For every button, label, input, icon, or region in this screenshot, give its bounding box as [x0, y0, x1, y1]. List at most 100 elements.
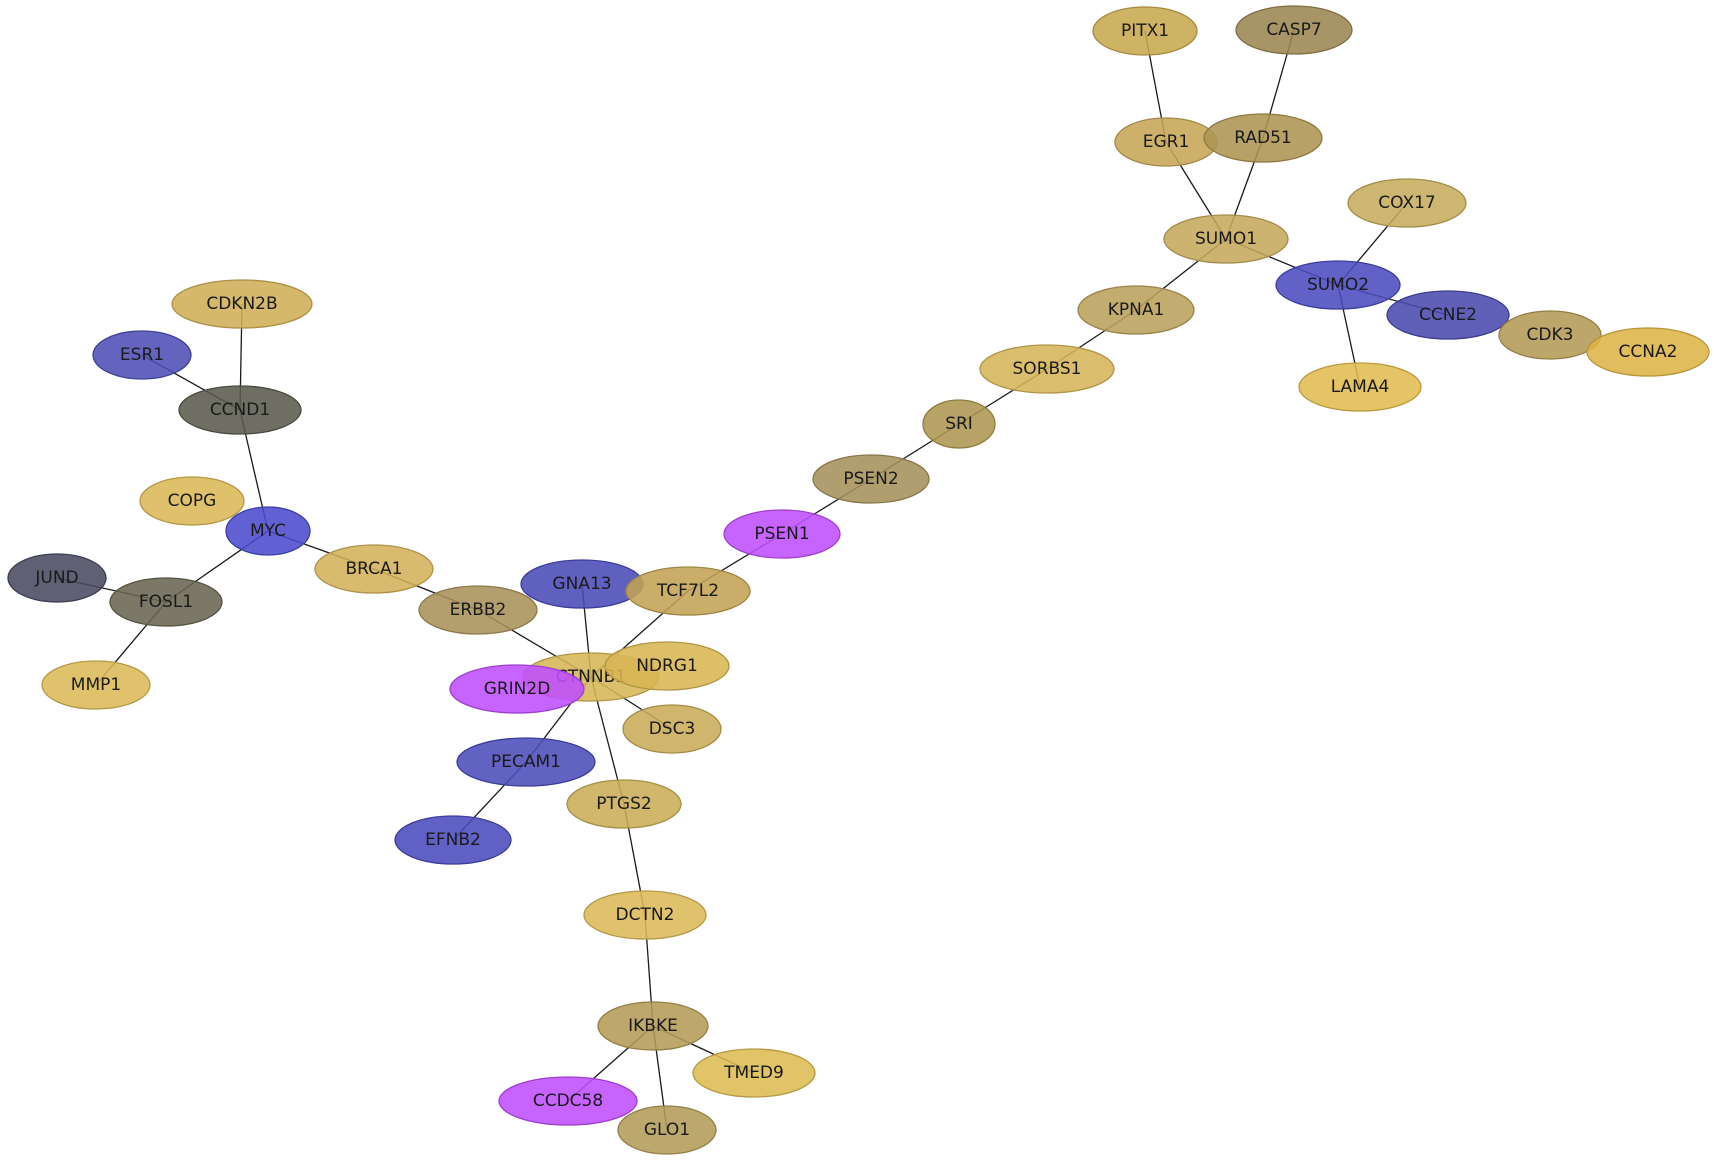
node-label: ERBB2 — [450, 600, 507, 620]
node-dctn2[interactable]: DCTN2 — [583, 890, 707, 940]
node-pitx1[interactable]: PITX1 — [1092, 6, 1198, 56]
node-label: PSEN2 — [843, 469, 898, 489]
node-ellipse — [723, 509, 841, 559]
node-tmed9[interactable]: TMED9 — [692, 1048, 816, 1098]
node-ellipse — [597, 1001, 709, 1051]
node-ellipse — [92, 330, 192, 380]
node-ptgs2[interactable]: PTGS2 — [566, 779, 682, 829]
node-ellipse — [1235, 5, 1353, 55]
node-label: TCF7L2 — [656, 581, 719, 601]
node-label: SRI — [945, 414, 973, 434]
node-ellipse — [394, 815, 512, 865]
node-glo1[interactable]: GLO1 — [617, 1105, 717, 1155]
node-esr1[interactable]: ESR1 — [92, 330, 192, 380]
edge-layer — [56, 29, 1449, 1131]
node-rad51[interactable]: RAD51 — [1203, 113, 1323, 163]
node-label: EFNB2 — [425, 830, 481, 850]
node-mmp1[interactable]: MMP1 — [41, 660, 151, 710]
node-ellipse — [1077, 285, 1195, 335]
node-kpna1[interactable]: KPNA1 — [1077, 285, 1195, 335]
node-ellipse — [456, 737, 596, 787]
node-ellipse — [1586, 327, 1710, 377]
node-ellipse — [449, 664, 585, 714]
node-label: CDK3 — [1527, 325, 1574, 345]
node-label: COPG — [168, 491, 217, 511]
node-ellipse — [622, 704, 722, 754]
node-erbb2[interactable]: ERBB2 — [418, 585, 538, 635]
node-efnb2[interactable]: EFNB2 — [394, 815, 512, 865]
node-ellipse — [604, 641, 730, 691]
node-label: LAMA4 — [1331, 377, 1390, 397]
node-label: SUMO1 — [1195, 229, 1257, 249]
node-ellipse — [625, 566, 751, 616]
node-label: PSEN1 — [754, 524, 809, 544]
node-sumo2[interactable]: SUMO2 — [1275, 260, 1401, 310]
node-myc[interactable]: MYC — [225, 506, 311, 556]
node-sorbs1[interactable]: SORBS1 — [979, 344, 1115, 394]
node-ellipse — [566, 779, 682, 829]
node-casp7[interactable]: CASP7 — [1235, 5, 1353, 55]
node-ellipse — [583, 890, 707, 940]
node-ellipse — [1092, 6, 1198, 56]
node-ellipse — [418, 585, 538, 635]
node-label: KPNA1 — [1108, 300, 1165, 320]
node-label: NDRG1 — [636, 656, 698, 676]
node-lama4[interactable]: LAMA4 — [1298, 362, 1422, 412]
node-ellipse — [1298, 362, 1422, 412]
node-cdkn2b[interactable]: CDKN2B — [171, 279, 313, 329]
node-label: PTGS2 — [596, 794, 651, 814]
node-label: GNA13 — [552, 574, 611, 594]
node-cdk3[interactable]: CDK3 — [1498, 310, 1602, 360]
node-ellipse — [109, 577, 223, 627]
node-jund[interactable]: JUND — [7, 553, 107, 603]
node-label: CDKN2B — [206, 294, 277, 314]
node-label: RAD51 — [1234, 128, 1291, 148]
node-cox17[interactable]: COX17 — [1347, 178, 1467, 228]
node-ikbke[interactable]: IKBKE — [597, 1001, 709, 1051]
node-label: PECAM1 — [491, 752, 561, 772]
node-ccnd1[interactable]: CCND1 — [178, 385, 302, 435]
node-psen1[interactable]: PSEN1 — [723, 509, 841, 559]
node-ellipse — [225, 506, 311, 556]
node-ellipse — [617, 1105, 717, 1155]
node-label: ESR1 — [120, 345, 164, 365]
node-label: DCTN2 — [616, 905, 675, 925]
node-tcf7l2[interactable]: TCF7L2 — [625, 566, 751, 616]
node-ellipse — [979, 344, 1115, 394]
node-brca1[interactable]: BRCA1 — [314, 544, 434, 594]
node-dsc3[interactable]: DSC3 — [622, 704, 722, 754]
node-grin2d[interactable]: GRIN2D — [449, 664, 585, 714]
node-egr1[interactable]: EGR1 — [1114, 117, 1218, 167]
node-label: PITX1 — [1121, 21, 1169, 41]
node-ellipse — [1386, 290, 1510, 340]
node-ellipse — [171, 279, 313, 329]
node-ccna2[interactable]: CCNA2 — [1586, 327, 1710, 377]
node-psen2[interactable]: PSEN2 — [812, 454, 930, 504]
node-ellipse — [139, 476, 245, 526]
node-ellipse — [41, 660, 151, 710]
node-ellipse — [178, 385, 302, 435]
node-ccdc58[interactable]: CCDC58 — [498, 1076, 638, 1126]
node-copg[interactable]: COPG — [139, 476, 245, 526]
node-fosl1[interactable]: FOSL1 — [109, 577, 223, 627]
node-sumo1[interactable]: SUMO1 — [1163, 214, 1289, 264]
node-pecam1[interactable]: PECAM1 — [456, 737, 596, 787]
node-ellipse — [7, 553, 107, 603]
node-ellipse — [1203, 113, 1323, 163]
node-ellipse — [498, 1076, 638, 1126]
node-ellipse — [1498, 310, 1602, 360]
node-label: MMP1 — [71, 675, 121, 695]
node-ellipse — [1347, 178, 1467, 228]
node-ellipse — [1275, 260, 1401, 310]
node-label: GRIN2D — [484, 679, 551, 699]
node-label: JUND — [34, 568, 78, 588]
node-label: FOSL1 — [139, 592, 193, 612]
node-label: SORBS1 — [1013, 359, 1082, 379]
node-gna13[interactable]: GNA13 — [520, 559, 644, 609]
node-label: SUMO2 — [1307, 275, 1369, 295]
node-ndrg1[interactable]: NDRG1 — [604, 641, 730, 691]
node-sri[interactable]: SRI — [922, 399, 996, 449]
node-ccne2[interactable]: CCNE2 — [1386, 290, 1510, 340]
node-label: IKBKE — [628, 1016, 678, 1036]
